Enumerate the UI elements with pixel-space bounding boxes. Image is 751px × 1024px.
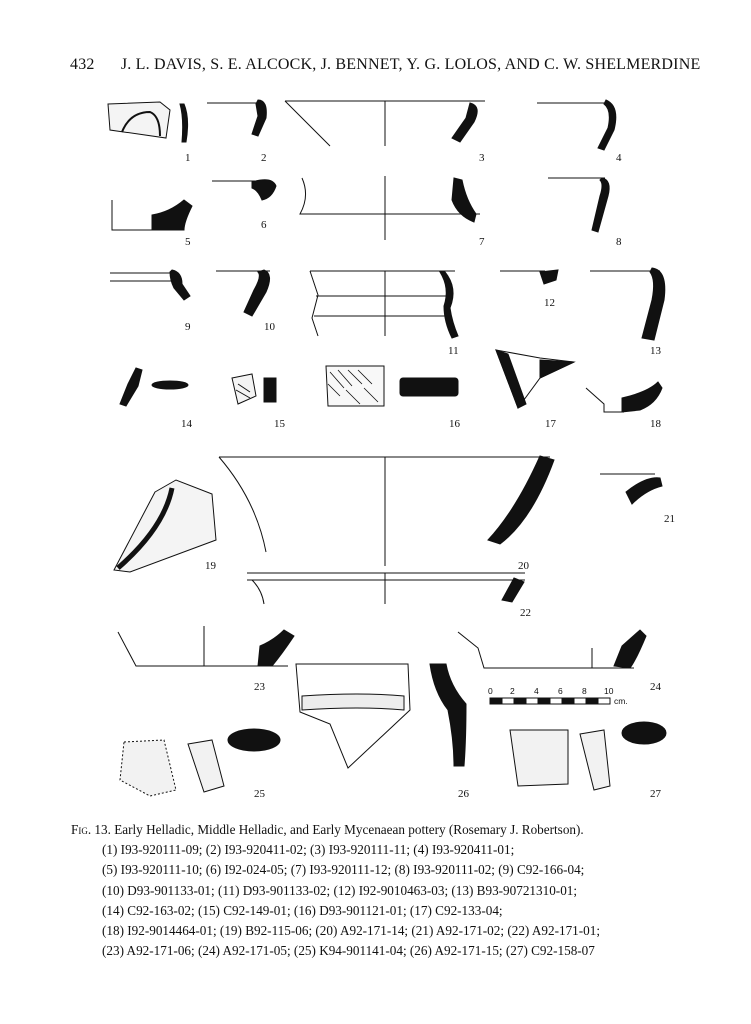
caption-line: (5) I93-920111-10; (6) I92-024-05; (7) I… — [102, 862, 585, 878]
caption-title: Early Helladic, Middle Helladic, and Ear… — [114, 822, 584, 837]
sherd-23 — [117, 626, 295, 667]
scale-tick-6: 6 — [558, 686, 563, 696]
sherd-13 — [590, 267, 666, 341]
sherd-numbers: 1 2 3 4 5 6 7 8 9 10 11 12 13 14 15 16 1… — [181, 152, 675, 800]
sherd-number: 18 — [650, 418, 662, 430]
sherd-number: 13 — [650, 345, 662, 357]
scale-unit: cm. — [614, 696, 628, 706]
sherd-19 — [113, 479, 217, 573]
sherd-number: 9 — [185, 321, 191, 333]
sherd-number: 2 — [261, 152, 267, 164]
scale-tick-10: 10 — [604, 686, 614, 696]
scale-tick-4: 4 — [534, 686, 539, 696]
sherd-10 — [216, 269, 270, 317]
sherd-number: 7 — [479, 236, 485, 248]
sherd-27 — [509, 721, 667, 791]
sherd-15 — [231, 373, 277, 405]
running-header: 432 J. L. DAVIS, S. E. ALCOCK, J. BENNET… — [70, 56, 700, 74]
scale-labels: 0 2 4 6 8 10 cm. — [488, 686, 628, 706]
sherd-7 — [299, 176, 480, 240]
sherd-number: 5 — [185, 236, 191, 248]
sherd-number: 1 — [185, 152, 191, 164]
sherd-16 — [325, 365, 459, 407]
sherd-number: 21 — [664, 513, 675, 525]
sherd-number: 27 — [650, 788, 662, 800]
sherd-14 — [119, 367, 189, 407]
sherd-number: 3 — [479, 152, 485, 164]
sherd-11 — [309, 270, 459, 339]
figure-caption: Fig. 13. Early Helladic, Middle Helladic… — [71, 820, 691, 961]
sherd-1 — [107, 101, 189, 143]
scale-tick-8: 8 — [582, 686, 587, 696]
sherd-number: 26 — [458, 788, 470, 800]
sherd-9 — [110, 269, 191, 301]
sherd-6 — [212, 179, 277, 201]
sherd-20 — [218, 455, 555, 566]
caption-line: (23) A92-171-06; (24) A92-171-05; (25) K… — [102, 943, 595, 959]
sherd-21 — [600, 473, 663, 505]
sherd-number: 20 — [518, 560, 530, 572]
caption-line: (10) D93-901133-01; (11) D93-901133-02; … — [102, 882, 578, 898]
sherd-4 — [537, 99, 617, 151]
sherd-22 — [247, 572, 525, 605]
sherd-number: 8 — [616, 236, 622, 248]
sherd-number: 25 — [254, 788, 266, 800]
sherd-2 — [207, 99, 267, 137]
caption-line: (18) I92-9014464-01; (19) B92-115-06; (2… — [102, 923, 600, 939]
caption-line: (1) I93-920111-09; (2) I93-920411-02; (3… — [102, 842, 515, 858]
sherd-25 — [119, 728, 281, 797]
sherd-26 — [295, 663, 467, 769]
scale-bar — [489, 697, 611, 705]
caption-heading: Fig. 13. Early Helladic, Middle Helladic… — [71, 820, 691, 840]
sherd-number: 4 — [616, 152, 622, 164]
caption-line: (14) C92-163-02; (15) C92-149-01; (16) D… — [102, 902, 503, 918]
caption-label: Fig. 13. — [71, 822, 111, 837]
sherd-number: 23 — [254, 681, 266, 693]
sherd-18 — [585, 381, 663, 413]
sherd-3 — [284, 100, 485, 147]
sherd-number: 19 — [205, 560, 217, 572]
sherd-number: 22 — [520, 607, 531, 619]
sherd-8 — [548, 177, 610, 233]
sherd-number: 6 — [261, 219, 267, 231]
sherd-24 — [457, 629, 647, 669]
author-line: J. L. DAVIS, S. E. ALCOCK, J. BENNET, Y.… — [120, 56, 701, 73]
sherd-number: 12 — [544, 297, 555, 309]
sherd-number: 24 — [650, 681, 662, 693]
sherd-number: 17 — [545, 418, 557, 430]
sherd-number: 16 — [449, 418, 461, 430]
scale-tick-2: 2 — [510, 686, 515, 696]
sherd-number: 11 — [448, 345, 459, 357]
scale-tick-0: 0 — [488, 686, 493, 696]
sherd-number: 15 — [274, 418, 286, 430]
sherd-number: 14 — [181, 418, 193, 430]
sherd-17 — [495, 349, 576, 410]
page-number: 432 — [70, 56, 95, 73]
sherd-5 — [111, 199, 193, 231]
sherd-12 — [500, 269, 559, 285]
sherd-number: 10 — [264, 321, 276, 333]
